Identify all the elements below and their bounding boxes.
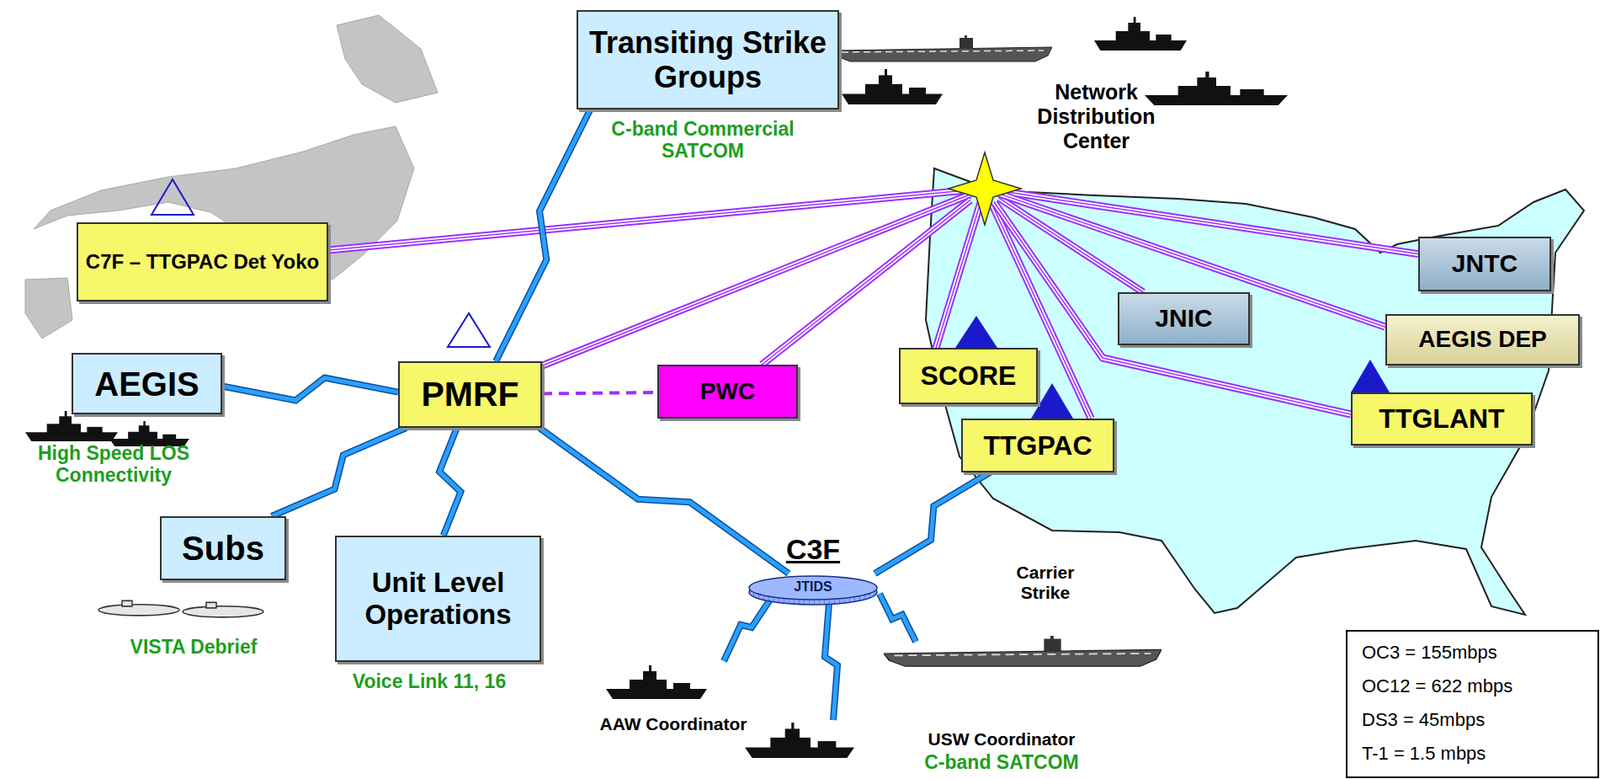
disk-label: JTIDS bbox=[748, 579, 878, 595]
center-box: JNIC bbox=[1117, 292, 1250, 346]
rate-table-cell: T-1 = 1.5 mbps bbox=[1361, 742, 1590, 764]
platform-box: AEGIS bbox=[71, 352, 223, 415]
dashed-line bbox=[542, 392, 658, 394]
trunk-outer bbox=[999, 191, 1419, 255]
distribution-star: Network Distribution Center bbox=[946, 150, 1023, 227]
trunk-outer bbox=[935, 202, 981, 348]
box-label: TTGLANT bbox=[1378, 403, 1505, 435]
site-box: SCORE bbox=[898, 347, 1038, 404]
bolt-outline bbox=[495, 109, 591, 362]
bolt-outline bbox=[439, 427, 461, 536]
radio-link bbox=[271, 427, 407, 516]
strike-group-box: Transiting Strike Groups bbox=[576, 10, 840, 110]
link-note: VISTA Debrief bbox=[100, 635, 287, 658]
rate-table-cell: OC3 = 155mbps bbox=[1361, 641, 1590, 663]
star-label: Network Distribution Center bbox=[1026, 79, 1166, 153]
bolt-outline bbox=[539, 427, 789, 574]
site-box: PWC bbox=[657, 364, 798, 419]
role-label: AAW Coordinator bbox=[580, 713, 766, 734]
radio-link bbox=[439, 427, 461, 536]
site-box: AEGIS DEP bbox=[1385, 313, 1580, 366]
trunk-outer bbox=[542, 194, 971, 366]
network-trunk bbox=[542, 194, 971, 366]
bolt-fill bbox=[539, 427, 789, 574]
bolt-outline bbox=[222, 377, 399, 401]
box-label: AEGIS bbox=[94, 364, 199, 404]
radio-link bbox=[874, 472, 990, 574]
box-label: C7F – TTGPAC Det Yoko bbox=[85, 249, 319, 274]
bolt-fill bbox=[495, 109, 591, 362]
bolt-fill bbox=[271, 427, 407, 516]
disk-top bbox=[749, 575, 878, 600]
link-note: C-band SATCOM bbox=[900, 750, 1103, 773]
range-box: PMRF bbox=[398, 361, 543, 428]
box-label: SCORE bbox=[920, 360, 1017, 392]
star-shape bbox=[946, 150, 1023, 227]
site-box: TTGLANT bbox=[1350, 392, 1533, 446]
trunk-core bbox=[999, 191, 1419, 255]
rate-table-cell: OC12 = 622 mbps bbox=[1361, 675, 1590, 697]
box-label: PMRF bbox=[420, 374, 519, 415]
box-label: JNIC bbox=[1154, 303, 1212, 334]
trunk-gap bbox=[542, 194, 971, 366]
box-label: TTGPAC bbox=[983, 430, 1092, 462]
submarine-silhouette bbox=[98, 600, 264, 617]
box-label: Unit Level Operations bbox=[343, 566, 533, 631]
center-box: JNTC bbox=[1418, 236, 1552, 292]
bolt-fill bbox=[222, 377, 399, 401]
network-trunk bbox=[994, 202, 1351, 415]
box-label: Subs bbox=[181, 528, 265, 568]
role-label: USW Coordinator bbox=[900, 728, 1103, 750]
star-outline bbox=[948, 152, 1021, 225]
dashed-link bbox=[542, 392, 658, 394]
network-trunk bbox=[328, 190, 971, 250]
trunk-gap bbox=[999, 191, 1419, 255]
platform-box: Subs bbox=[159, 515, 287, 580]
trunk-core bbox=[935, 202, 981, 348]
platform-box: Unit Level Operations bbox=[334, 535, 542, 662]
group-note: Carrier Strike bbox=[994, 562, 1096, 603]
trunk-gap bbox=[994, 202, 1351, 415]
radio-link bbox=[539, 427, 789, 574]
site-box: TTGPAC bbox=[961, 418, 1115, 473]
network-trunk bbox=[935, 202, 981, 348]
radio-link bbox=[222, 377, 399, 401]
bolt-outline bbox=[271, 427, 407, 516]
link-note: Voice Link 11, 16 bbox=[319, 669, 539, 692]
box-label: Transiting Strike Groups bbox=[584, 25, 831, 96]
group-heading: C3F bbox=[722, 532, 904, 566]
ship-silhouette bbox=[25, 16, 1288, 758]
box-label: JNTC bbox=[1451, 249, 1518, 279]
triangle-marker bbox=[151, 179, 1390, 419]
radio-link bbox=[495, 109, 591, 362]
box-label: PWC bbox=[700, 377, 755, 405]
rate-table-cell: DS3 = 45mbps bbox=[1361, 708, 1590, 730]
trunk-outer bbox=[328, 190, 971, 250]
bolt-fill bbox=[874, 472, 990, 574]
bolt-fill bbox=[439, 427, 461, 536]
japan-map bbox=[25, 15, 438, 339]
trunk-core bbox=[328, 190, 971, 250]
trunk-outer bbox=[994, 202, 1351, 415]
network-trunk bbox=[999, 191, 1419, 255]
trunk-core bbox=[542, 194, 971, 366]
trunk-core bbox=[994, 202, 1351, 415]
trunk-gap bbox=[935, 202, 981, 348]
box-label: AEGIS DEP bbox=[1418, 325, 1547, 353]
radio-link-bolt bbox=[723, 593, 916, 720]
bolt-outline bbox=[874, 472, 990, 574]
jtids-disk: C3FJTIDS bbox=[748, 573, 878, 602]
trunk-gap bbox=[328, 190, 971, 250]
site-box: C7F – TTGPAC Det Yoko bbox=[76, 222, 329, 302]
link-note: High Speed LOS Connectivity bbox=[0, 441, 228, 487]
legend-table bbox=[1346, 630, 1599, 777]
link-note: C-band Commercial SATCOM bbox=[576, 117, 830, 163]
